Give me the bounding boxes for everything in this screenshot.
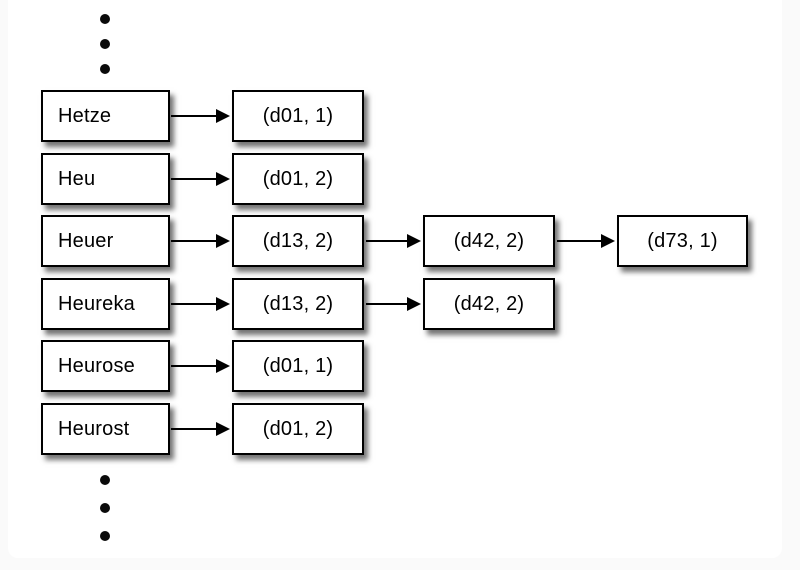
posting-label: (d73, 1) bbox=[647, 229, 718, 252]
arrow-shaft bbox=[366, 240, 410, 242]
posting-label: (d01, 2) bbox=[262, 417, 334, 440]
posting-label: (d01, 1) bbox=[262, 104, 334, 127]
arrow-right-icon bbox=[171, 359, 230, 373]
posting-label: (d13, 2) bbox=[262, 229, 334, 252]
arrow-shaft bbox=[171, 303, 219, 305]
arrow-shaft bbox=[557, 240, 604, 242]
term-box-heurost: Heurost bbox=[41, 403, 170, 455]
arrow-head bbox=[407, 234, 421, 248]
posting-label: (d01, 1) bbox=[262, 354, 334, 377]
ellipsis-dot bbox=[100, 503, 110, 513]
ellipsis-dot bbox=[100, 64, 110, 74]
arrow-right-icon bbox=[171, 297, 230, 311]
arrow-head bbox=[216, 359, 230, 373]
term-box-heuer: Heuer bbox=[41, 215, 170, 267]
term-label: Heurost bbox=[58, 417, 130, 440]
term-box-hetze: Hetze bbox=[41, 90, 170, 142]
arrow-head bbox=[216, 234, 230, 248]
posting-box: (d01, 2) bbox=[232, 403, 364, 455]
posting-box: (d01, 1) bbox=[232, 90, 364, 142]
arrow-head bbox=[601, 234, 615, 248]
posting-label: (d42, 2) bbox=[453, 229, 525, 252]
ellipsis-dot bbox=[100, 14, 110, 24]
arrow-shaft bbox=[171, 428, 219, 430]
arrow-head bbox=[216, 422, 230, 436]
posting-box: (d01, 2) bbox=[232, 153, 364, 205]
posting-label: (d01, 2) bbox=[262, 167, 334, 190]
term-label: Heuer bbox=[58, 229, 114, 252]
posting-box: (d13, 2) bbox=[232, 278, 364, 330]
term-box-heu: Heu bbox=[41, 153, 170, 205]
posting-box: (d13, 2) bbox=[232, 215, 364, 267]
arrow-right-icon bbox=[557, 234, 615, 248]
term-box-heureka: Heureka bbox=[41, 278, 170, 330]
arrow-shaft bbox=[171, 178, 219, 180]
arrow-right-icon bbox=[366, 297, 421, 311]
arrow-right-icon bbox=[171, 109, 230, 123]
arrow-shaft bbox=[171, 115, 219, 117]
ellipsis-dot bbox=[100, 531, 110, 541]
arrow-shaft bbox=[366, 303, 410, 305]
posting-label: (d42, 2) bbox=[453, 292, 525, 315]
posting-label: (d13, 2) bbox=[262, 292, 334, 315]
arrow-shaft bbox=[171, 240, 219, 242]
arrow-right-icon bbox=[171, 234, 230, 248]
arrow-head bbox=[216, 109, 230, 123]
term-label: Hetze bbox=[58, 104, 112, 127]
posting-box: (d01, 1) bbox=[232, 340, 364, 392]
arrow-head bbox=[407, 297, 421, 311]
posting-box: (d42, 2) bbox=[423, 215, 555, 267]
term-label: Heu bbox=[58, 167, 96, 190]
arrow-right-icon bbox=[171, 172, 230, 186]
ellipsis-dot bbox=[100, 39, 110, 49]
arrow-right-icon bbox=[171, 422, 230, 436]
term-box-heurose: Heurose bbox=[41, 340, 170, 392]
posting-box: (d73, 1) bbox=[617, 215, 748, 267]
arrow-head bbox=[216, 297, 230, 311]
arrow-head bbox=[216, 172, 230, 186]
term-label: Heurose bbox=[58, 354, 135, 377]
ellipsis-dot bbox=[100, 475, 110, 485]
arrow-right-icon bbox=[366, 234, 421, 248]
arrow-shaft bbox=[171, 365, 219, 367]
term-label: Heureka bbox=[58, 292, 135, 315]
posting-box: (d42, 2) bbox=[423, 278, 555, 330]
